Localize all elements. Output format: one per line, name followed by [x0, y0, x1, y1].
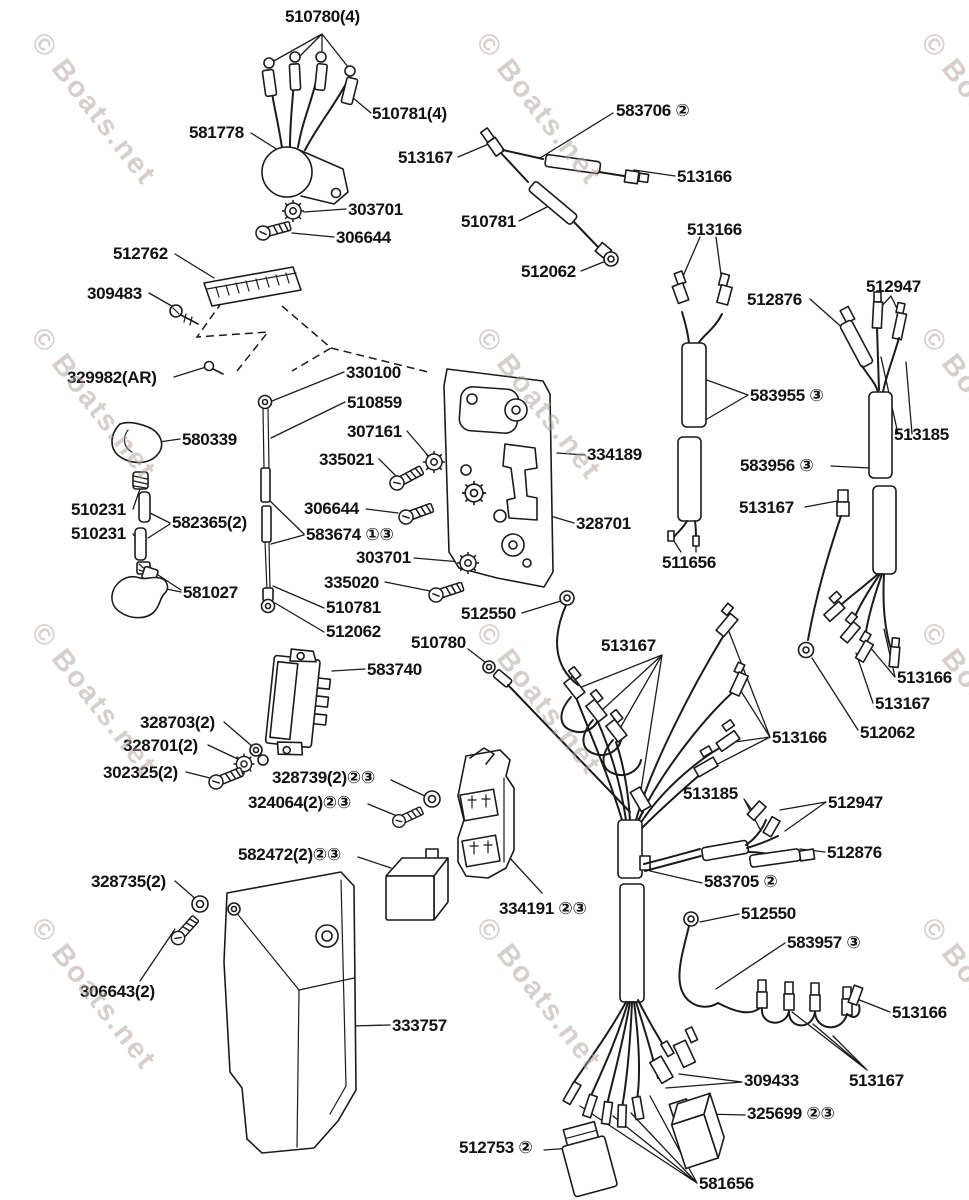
terminal-boot-581027 — [111, 565, 169, 619]
rectifier-eyelet — [257, 754, 269, 766]
link-rod-330100-510859 — [257, 394, 276, 614]
leader-lines — [132, 33, 913, 1184]
ignition-coil-581778 — [261, 51, 359, 205]
screw-309483 — [169, 304, 199, 326]
coil-lead-terminals — [261, 51, 359, 106]
spring-and-tubes-510231-582365 — [132, 471, 151, 575]
hardware-bottom-left — [167, 743, 441, 949]
ground-wire-512550-lower — [678, 911, 719, 1008]
connector-325699 — [668, 1092, 725, 1170]
mounting-plate-334189 — [443, 368, 554, 588]
lead-wires-583706-510781 — [479, 127, 650, 267]
connector-512753 — [561, 1120, 618, 1198]
main-harness-583705 — [560, 602, 816, 1128]
terminal-boot-580339 — [111, 421, 163, 464]
relay-582472 — [385, 848, 449, 921]
lead-wire-510780 — [482, 660, 631, 813]
terminal-block-512762 — [203, 266, 302, 307]
terminals-309433 — [649, 1026, 699, 1085]
screw-329982 — [203, 360, 224, 375]
terminal-boots-513167 — [560, 665, 652, 813]
lead-wire-513167-right — [797, 489, 850, 659]
dashed-reference-lines — [195, 301, 429, 373]
lead-assembly-583957 — [717, 979, 864, 1029]
bullet-connectors-513166 — [693, 602, 749, 778]
rectifier-583740 — [264, 648, 332, 756]
lead-assembly-right — [823, 291, 908, 669]
lead-assembly-511656 — [667, 270, 733, 547]
coil-mount-hardware — [253, 199, 305, 243]
ground-wire-512550-upper — [556, 590, 579, 686]
cover-333757 — [223, 871, 357, 1154]
bracket-334191 — [457, 747, 515, 879]
